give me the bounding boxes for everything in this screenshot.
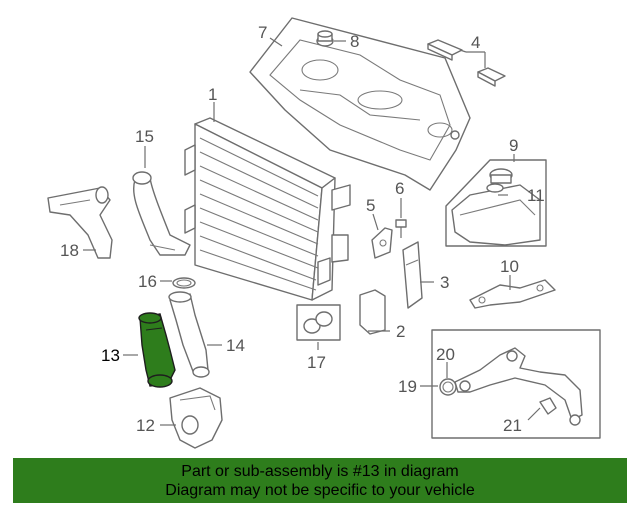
part-10-bracket (469, 279, 556, 309)
part-12-housing (169, 387, 223, 449)
callout-7: 7 (258, 23, 267, 42)
part-14-hose (168, 291, 210, 378)
callout-3: 3 (440, 273, 449, 292)
callout-2: 2 (396, 322, 405, 341)
part-15-hose (132, 171, 191, 256)
callout-15: 15 (135, 127, 154, 146)
callout-14: 14 (226, 336, 245, 355)
callout-16: 16 (138, 272, 157, 291)
part-9-reservoir (445, 159, 547, 247)
part-17-seals (296, 304, 341, 341)
part-info-banner: Part or sub-assembly is #13 in diagram D… (13, 458, 627, 503)
callout-20: 20 (436, 345, 455, 364)
callout-labels: 1 2 3 4 5 6 7 8 9 10 11 12 13 14 15 16 1… (60, 23, 545, 435)
part-13-hose-highlighted[interactable] (138, 312, 176, 388)
part-8-grommet (316, 30, 334, 47)
callout-13: 13 (101, 346, 120, 365)
callout-8: 8 (350, 32, 359, 51)
callout-18: 18 (60, 241, 79, 260)
callout-12: 12 (136, 416, 155, 435)
part-1-radiator (184, 117, 351, 301)
callout-5: 5 (366, 196, 375, 215)
callout-11: 11 (527, 186, 545, 205)
part-7-shield (249, 17, 471, 191)
part-2-plate (359, 289, 386, 335)
part-4-pads (427, 39, 506, 87)
part-6-bolt (395, 219, 407, 238)
part-3-duct (402, 241, 423, 309)
banner-line-2: Diagram may not be specific to your vehi… (165, 482, 475, 499)
callout-9: 9 (509, 136, 518, 155)
callout-10: 10 (500, 257, 519, 276)
callout-1: 1 (208, 85, 217, 104)
callout-6: 6 (395, 179, 404, 198)
banner-line-1: Part or sub-assembly is #13 in diagram (181, 463, 459, 480)
part-19-pipe-assembly (431, 329, 601, 439)
part-5-bracket (371, 227, 393, 259)
part-16-oring (172, 277, 196, 289)
callout-21: 21 (503, 416, 522, 435)
part-18-pipe (47, 186, 113, 259)
callout-19: 19 (398, 377, 417, 396)
callout-4: 4 (471, 33, 480, 52)
leader-lines (83, 37, 541, 426)
callout-17: 17 (307, 353, 326, 372)
